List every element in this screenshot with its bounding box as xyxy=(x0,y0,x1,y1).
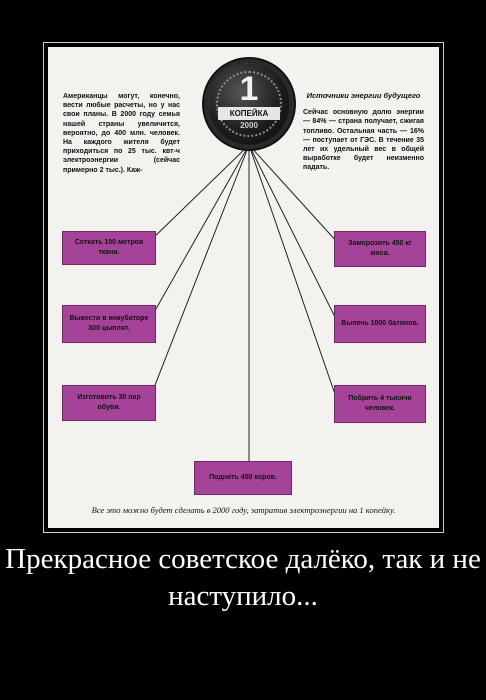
demotivator-caption: Прекрасное советское далёко, так и не на… xyxy=(5,543,481,612)
box-cloth: Соткать 100 метров ткани. xyxy=(62,231,156,265)
box-meat: Заморозить 450 кг мяса. xyxy=(334,231,426,267)
box-shoes: Изготовить 30 пар обуви. xyxy=(62,385,156,421)
connector-lines xyxy=(147,144,339,461)
box-loaves: Выпечь 1000 батонов. xyxy=(334,305,426,343)
right-paragraph: Сейчас основную долю энергии — 84% — стр… xyxy=(303,109,424,172)
left-paragraph: Американцы могут, конечно, вести любые р… xyxy=(63,93,180,174)
right-heading: Источники энергии будущего xyxy=(306,91,421,100)
box-cows: Поднять 450 коров. xyxy=(194,461,292,495)
coin-denomination: 1 xyxy=(239,70,259,108)
poster-frame: 1 КОПЕЙКА 2000 Американцы могут, конечно… xyxy=(43,42,444,533)
coin-label: КОПЕЙКА xyxy=(218,107,280,120)
coin-rim xyxy=(216,71,282,137)
box-chicks: Вывести в инкубаторе 300 цыплят. xyxy=(62,305,156,343)
kopek-coin: 1 КОПЕЙКА 2000 xyxy=(208,63,290,145)
poster-image: 1 КОПЕЙКА 2000 Американцы могут, конечно… xyxy=(48,47,439,528)
left-column-text: Американцы могут, конечно, вести любые р… xyxy=(63,92,180,175)
box-shave: Побрить 4 тысячи человек. xyxy=(334,385,426,423)
right-column-text: Источники энергии будущего Сейчас основн… xyxy=(303,91,424,173)
poster-footer: Все это можно будет сделать в 2000 году,… xyxy=(91,505,396,515)
coin-year: 2000 xyxy=(240,121,258,130)
